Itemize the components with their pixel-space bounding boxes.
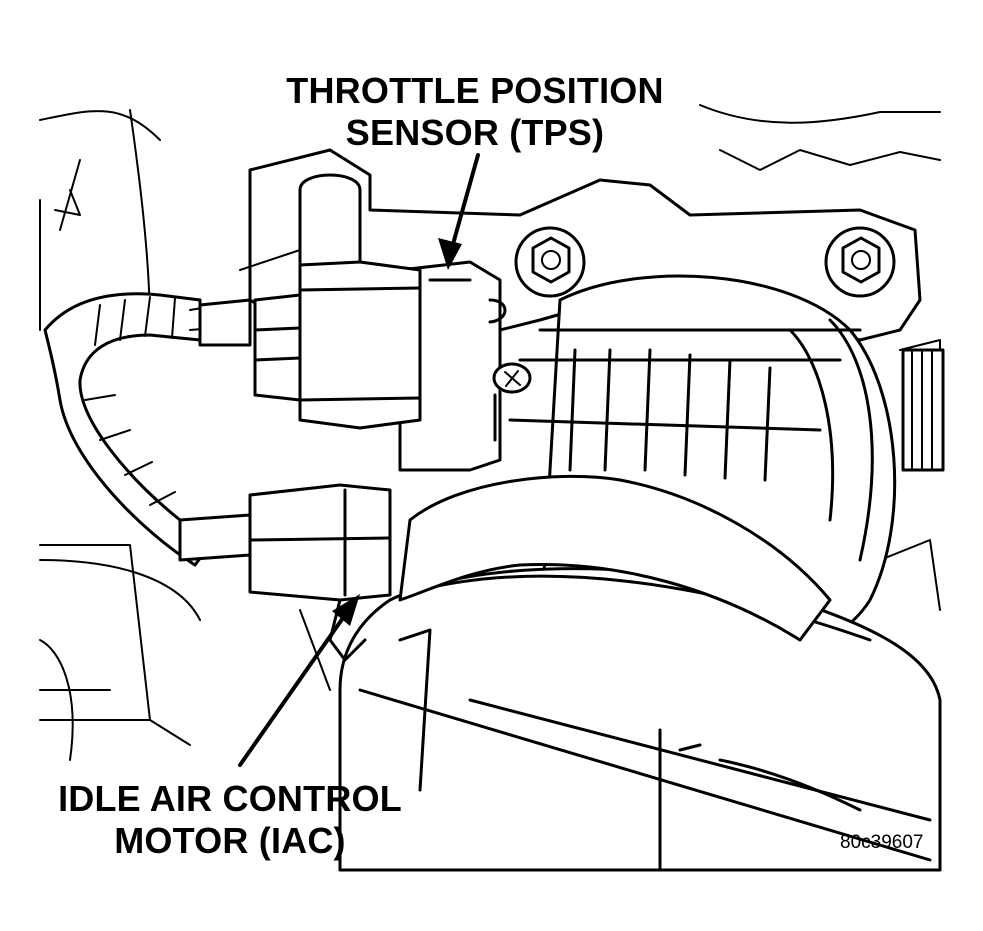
bolt-left xyxy=(514,226,586,298)
iac-leader-arrow xyxy=(238,594,360,767)
engine-background-lines xyxy=(39,104,941,761)
tps-label-line-1: THROTTLE POSITION xyxy=(286,70,664,111)
mounting-bolts xyxy=(514,226,896,298)
tps-sensor xyxy=(398,260,507,472)
tps-connector xyxy=(198,260,422,430)
iac-callout-label: IDLE AIR CONTROL MOTOR (IAC) xyxy=(40,778,420,863)
tps-callout-label: THROTTLE POSITION SENSOR (TPS) xyxy=(270,70,680,155)
figure-id: 80c39607 xyxy=(840,832,924,853)
bolt-right xyxy=(824,226,896,298)
iac-motor-connector xyxy=(178,483,392,662)
iac-label-line-1: IDLE AIR CONTROL xyxy=(58,778,402,819)
tps-leader-arrow xyxy=(438,153,480,270)
tps-label-line-2: SENSOR (TPS) xyxy=(345,112,605,154)
tps-screw xyxy=(492,362,532,442)
air-inlet-housing xyxy=(338,474,942,872)
ribbed-component xyxy=(901,348,945,472)
iac-label-line-2: MOTOR (IAC) xyxy=(114,820,346,862)
